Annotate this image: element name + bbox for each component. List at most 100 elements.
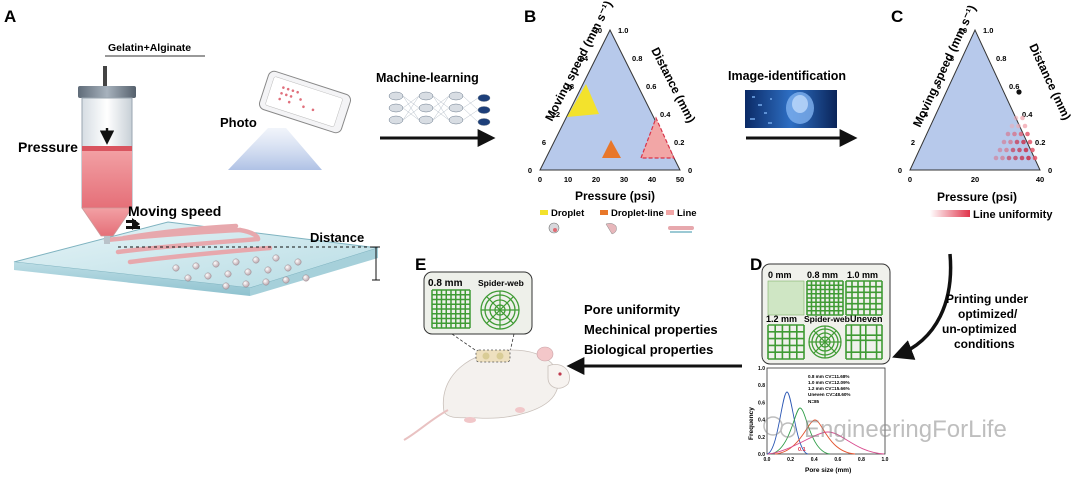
grid-label-10mm: 1.0 mm — [847, 270, 878, 280]
uniformity-dot — [1022, 123, 1028, 129]
uniformity-legend: Line uniformity — [973, 209, 1053, 221]
right-tick: 0.6 — [1009, 82, 1019, 91]
uniformity-dot — [1025, 131, 1030, 137]
panel-d-letter: D — [750, 255, 762, 274]
uniformity-dot — [1005, 131, 1011, 137]
left-tick: 18 — [566, 82, 574, 91]
right-tick: 0.8 — [996, 54, 1006, 63]
bottom-tick: 10 — [564, 175, 572, 184]
scaffold-tile — [767, 324, 805, 360]
panel-e: E 0.8 mm Spider-web — [403, 255, 570, 441]
chart-ylabel: Frequency — [748, 407, 755, 440]
scaffold-spider-web — [480, 290, 520, 330]
uniformity-dot — [1006, 155, 1012, 161]
ink-label: Gelatin+Alginate — [108, 42, 191, 54]
uniformity-dot — [1020, 115, 1025, 121]
bottom-tick: 40 — [648, 175, 656, 184]
left-tick: 8 — [950, 54, 954, 63]
droplet-region — [567, 84, 599, 117]
speed-indicator — [126, 218, 140, 230]
ternary-c-area — [909, 28, 1041, 171]
uniformity-dot — [1019, 155, 1025, 161]
y-tick: 0.2 — [758, 435, 765, 441]
y-ticks: 1.00.80.60.40.20.0 — [758, 366, 765, 458]
uniformity-dot — [1016, 123, 1021, 129]
b-legend: Droplet Droplet-line Line — [540, 208, 697, 235]
right-ticks: 1.00.80.60.40.20 — [983, 26, 1052, 175]
right-tick: 0.2 — [1035, 138, 1045, 147]
scaffold-tile — [806, 280, 844, 316]
bottom-tick: 40 — [1036, 175, 1044, 184]
uniformity-dot — [997, 147, 1003, 153]
panel-b-letter: B — [524, 7, 536, 26]
stat-uneven: Uneven CV=48.60% — [808, 392, 851, 397]
pore-marker: 0.1 — [798, 447, 806, 453]
uniformity-dot — [1008, 139, 1013, 145]
distance-bracket — [118, 246, 380, 281]
left-tick: 2 — [911, 138, 915, 147]
scaffold-tile — [845, 280, 883, 316]
image-identification-flow: Image-identification — [728, 69, 858, 147]
legend-droplet: Droplet — [551, 208, 585, 219]
right-ticks: 1.00.80.60.40.20 — [618, 26, 692, 175]
c-right-axis: Distance (mm) — [1026, 41, 1074, 122]
chart-xlabel: Pore size (mm) — [805, 467, 851, 474]
uniformity-dots — [993, 115, 1038, 161]
stat-12mm: 1.2 mm CV=15.66% — [808, 386, 850, 391]
bottom-tick: 50 — [676, 175, 684, 184]
right-tick: 0 — [1048, 166, 1052, 175]
x-tick: 0.8 — [858, 457, 865, 463]
machine-learning-flow: Machine-learning — [376, 71, 496, 147]
grid-label-12mm: 1.2 mm — [766, 314, 797, 324]
distance-label: Distance — [310, 230, 364, 245]
phone-photo — [228, 70, 352, 170]
optimum-point — [1016, 89, 1022, 95]
uniformity-gradient-bar — [930, 210, 970, 217]
scaffold-tiles — [767, 280, 883, 360]
left-tick: 30 — [594, 26, 602, 35]
pressure-label: Pressure — [18, 139, 78, 155]
uniformity-dot — [1010, 147, 1016, 153]
ai-face-icon — [750, 92, 814, 124]
uniformity-dot — [1026, 155, 1031, 161]
left-tick: 6 — [542, 138, 546, 147]
right-tick: 0.8 — [632, 54, 642, 63]
bottom-tick: 30 — [620, 175, 628, 184]
x-tick: 0.2 — [787, 457, 794, 463]
left-tick: 6 — [937, 82, 941, 91]
y-tick: 0.8 — [758, 383, 765, 389]
uniformity-dot — [1032, 155, 1038, 161]
panel-c-letter: C — [891, 7, 903, 26]
property-pore-uniformity: Pore uniformity — [584, 302, 681, 317]
uniformity-dot — [1017, 147, 1022, 153]
mouse-illustration — [403, 346, 570, 441]
uniformity-dot — [993, 155, 999, 161]
grid-label-uneven: Uneven — [850, 314, 883, 324]
left-tick: 0 — [898, 166, 902, 175]
stat-n: N=85 — [808, 399, 820, 404]
y-tick: 0.6 — [758, 400, 765, 406]
right-tick: 0 — [688, 166, 692, 175]
uniformity-dot — [1012, 131, 1017, 137]
grid-label-08mm: 0.8 mm — [807, 270, 838, 280]
uniformity-dot — [1013, 155, 1018, 161]
right-tick: 0.2 — [674, 138, 684, 147]
right-tick: 1.0 — [983, 26, 993, 35]
right-tick: 0.4 — [660, 110, 671, 119]
y-tick: 0.0 — [758, 452, 765, 458]
left-tick: 10 — [959, 26, 967, 35]
image-identification-label: Image-identification — [728, 69, 846, 83]
scaffold-tile — [767, 280, 805, 316]
uniformity-dot — [1001, 139, 1007, 145]
neural-network-icon — [388, 91, 491, 126]
panel-e-letter: E — [415, 255, 426, 274]
scaffold-grid-08mm — [431, 289, 471, 329]
right-tick: 0.6 — [646, 82, 656, 91]
uniformity-dot — [1014, 139, 1020, 145]
line-region — [640, 116, 675, 159]
uniformity-dot — [1000, 155, 1005, 161]
curve-10mm — [769, 407, 831, 455]
